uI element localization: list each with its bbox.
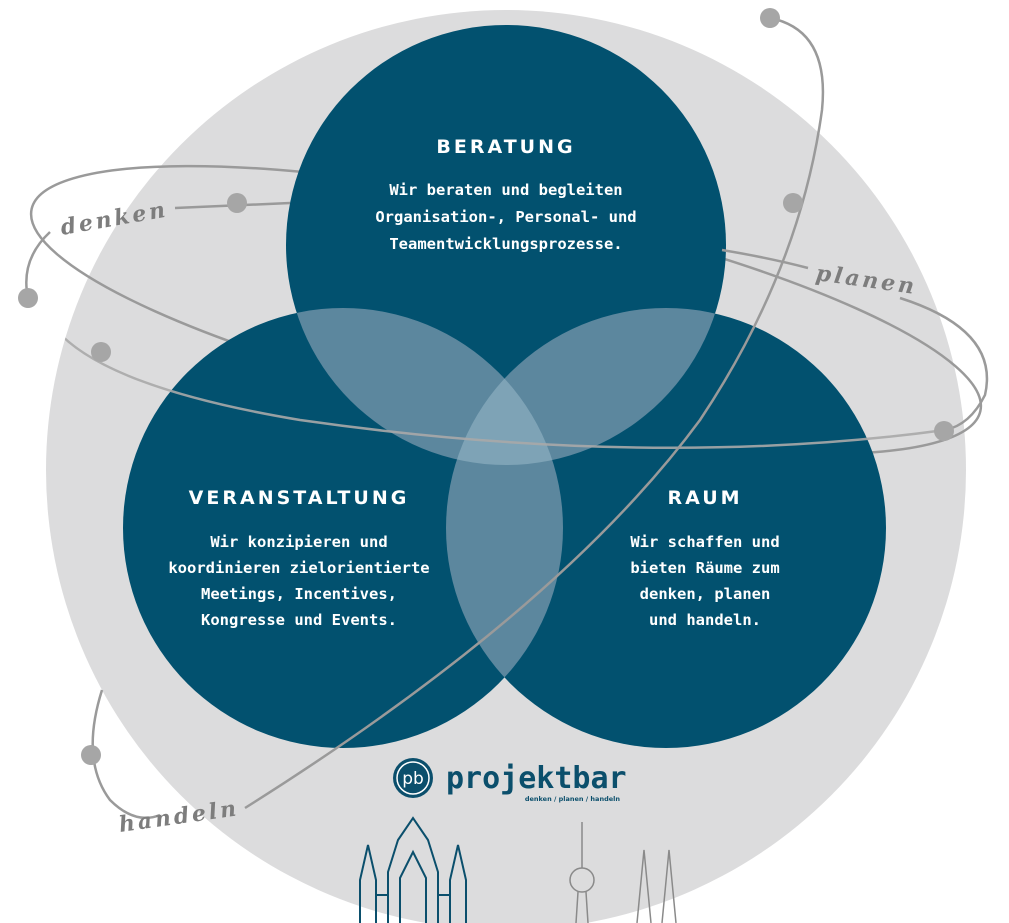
orbit-line-planen-arc	[899, 296, 989, 432]
orbit-dot	[81, 745, 101, 765]
beratung-line-2: Organisation-, Personal- und	[375, 208, 636, 226]
beratung-line-1: Wir beraten und begleiten	[389, 181, 622, 199]
raum-line-1: Wir schaffen und	[630, 533, 779, 551]
orbit-dot	[227, 193, 247, 213]
orbit-dot	[783, 193, 803, 213]
veranstaltung-line-1: Wir konzipieren und	[210, 533, 387, 551]
raum-line-2: bieten Räume zum	[630, 559, 779, 577]
logo-mark-letters: pb	[402, 769, 424, 789]
veranstaltung-title: VERANSTALTUNG	[189, 487, 410, 509]
church-spires-outline-icon	[636, 849, 677, 923]
orbit-dot	[934, 421, 954, 441]
overlap-beratung-raum	[446, 308, 726, 465]
raum-line-3: denken, planen	[640, 585, 771, 603]
logo-name: projektbar	[446, 761, 627, 796]
orbit-front-segment	[46, 299, 946, 450]
raum-line-4: und handeln.	[649, 611, 761, 629]
orbit-dot	[18, 288, 38, 308]
raum-title: RAUM	[667, 487, 742, 509]
logo-mark-icon	[393, 758, 433, 798]
orbit-dot	[760, 8, 780, 28]
overlap-beratung-veranstaltung	[286, 308, 563, 465]
orbit-line-diagonal	[244, 16, 825, 810]
veranstaltung-line-3: Meetings, Incentives,	[201, 585, 397, 603]
orbit-line-denken-arc	[25, 231, 51, 299]
tv-tower-outline-icon	[569, 822, 595, 923]
beratung-line-3: Teamentwicklungsprozesse.	[389, 235, 622, 253]
veranstaltung-line-4: Kongresse und Events.	[201, 611, 397, 629]
orbit-line-planen	[721, 248, 809, 270]
cathedral-outline-icon	[359, 816, 467, 923]
beratung-title: BERATUNG	[436, 136, 575, 158]
logo-tagline: denken / planen / handeln	[525, 795, 621, 803]
projektbar-logo: pb projektbar denken / planen / handeln	[393, 758, 627, 803]
orbit-line-handeln-arc	[91, 689, 161, 820]
veranstaltung-line-2: koordinieren zielorientierte	[168, 559, 429, 577]
orbit-dot	[91, 342, 111, 362]
